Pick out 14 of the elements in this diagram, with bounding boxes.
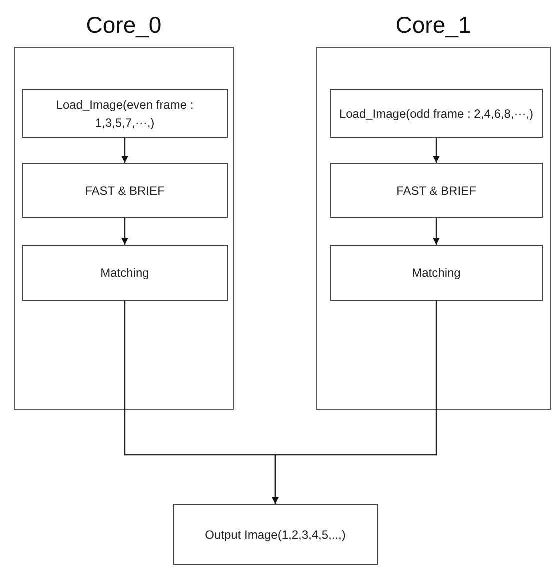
panel-title: Core_0 (85, 11, 163, 40)
process-box: Matching (22, 245, 228, 301)
panel-title: Core_1 (394, 11, 472, 40)
process-box: FAST & BRIEF (330, 163, 543, 218)
process-box: Output Image(1,2,3,4,5,..,) (173, 504, 378, 565)
process-box: Load_Image(odd frame : 2,4,6,8,···,) (330, 89, 543, 138)
process-box: Matching (330, 245, 543, 301)
process-box: Load_Image(even frame : 1,3,5,7,···,) (22, 89, 228, 138)
arrow (433, 218, 440, 245)
arrow (122, 138, 128, 163)
arrow (122, 218, 128, 245)
arrow (272, 301, 438, 504)
process-box: FAST & BRIEF (22, 163, 228, 218)
arrow (433, 138, 440, 163)
